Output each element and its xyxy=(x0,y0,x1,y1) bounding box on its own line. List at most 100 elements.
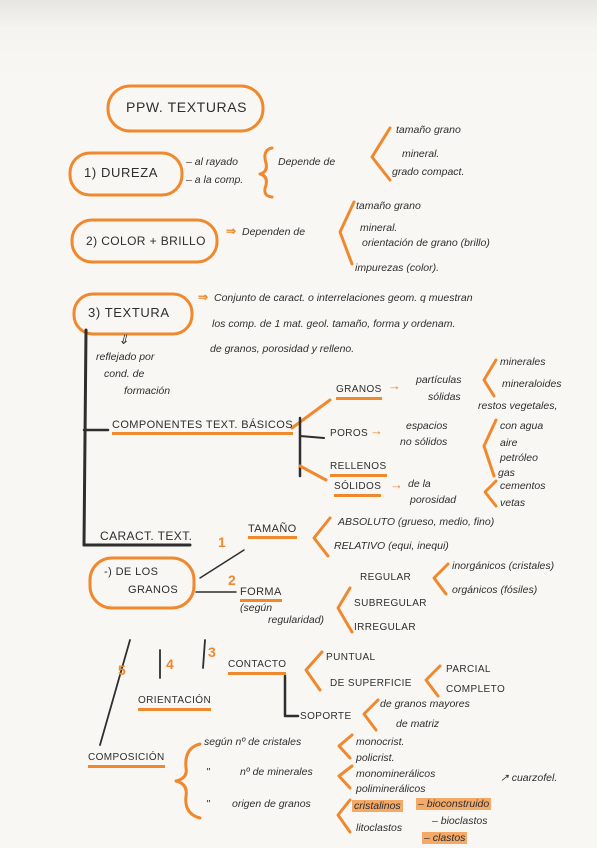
composicion-criterion: origen de granos xyxy=(232,798,311,810)
ditto-mark: " xyxy=(206,798,210,810)
dureza-factor: grado compact. xyxy=(392,166,465,178)
color-brillo-factor: mineral. xyxy=(360,222,398,234)
granos-label: GRANOS xyxy=(336,384,382,400)
tamano-label: TAMAÑO xyxy=(248,523,297,539)
minerales-brace xyxy=(337,764,354,790)
minerales-item: monominerálicos xyxy=(356,768,436,780)
poros-item: gas xyxy=(498,467,515,479)
color-brillo-factor: tamaño grano xyxy=(356,200,421,212)
composicion-number: 5 xyxy=(118,662,126,678)
rellenos-item: cementos xyxy=(500,480,546,492)
composicion-connector xyxy=(99,639,131,746)
page-title: PPW. TEXTURAS xyxy=(126,99,248,115)
forma-brace xyxy=(336,586,354,634)
tamano-item: ABSOLUTO (grueso, medio, fino) xyxy=(338,516,495,528)
poros-item: petróleo xyxy=(500,452,538,464)
textura-main-line xyxy=(82,328,88,547)
soporte-item: de granos mayores xyxy=(380,698,470,710)
origen-item: litoclastos xyxy=(356,822,403,834)
color-factors-brace xyxy=(338,200,356,266)
tamano-connector xyxy=(199,549,245,579)
contacto-number: 3 xyxy=(208,644,216,660)
tamano-item: RELATIVO (equi, inequi) xyxy=(334,540,449,552)
cristalinos-sub: – bioconstruido xyxy=(416,798,492,810)
dureza-factor: mineral. xyxy=(402,148,440,160)
componentes-label: COMPONENTES TEXT. BÁSICOS xyxy=(112,419,293,435)
contacto-item: PUNTUAL xyxy=(326,652,376,663)
poros-item: con agua xyxy=(500,420,544,432)
regular-item: orgánicos (fósiles) xyxy=(452,584,538,596)
poros-items-brace xyxy=(482,418,498,478)
tamano-number: 1 xyxy=(218,534,226,550)
tamano-brace xyxy=(312,516,332,558)
forma-note: regularidad) xyxy=(268,614,325,626)
litoclastos-sub: – clastos xyxy=(422,832,468,844)
rellenos-arrow: → xyxy=(390,477,403,492)
dureza-type: – al rayado xyxy=(186,156,238,168)
poros-branch-line xyxy=(299,435,325,439)
color-brillo-arrow: ⇒ xyxy=(226,224,237,238)
superficie-item: COMPLETO xyxy=(446,684,506,695)
forma-number: 2 xyxy=(228,572,236,588)
contacto-connector xyxy=(202,639,206,669)
cristales-item: policrist. xyxy=(356,752,395,764)
dureza-factors-brace xyxy=(370,126,392,182)
rellenos-label: RELLENOS xyxy=(330,461,387,477)
granos-item: mineraloides xyxy=(502,378,562,390)
reflected-arrow: ⇓ xyxy=(118,332,129,347)
ditto-mark: " xyxy=(206,766,210,778)
caract-label: CARACT. TEXT. xyxy=(100,529,193,543)
granos-group-label: GRANOS xyxy=(128,584,179,596)
regular-item: inorgánicos (cristales) xyxy=(452,560,555,572)
orientacion-number: 4 xyxy=(166,656,174,672)
superficie-item: PARCIAL xyxy=(446,664,491,675)
superficie-brace xyxy=(424,664,442,698)
litoclastos-sub: – bioclastos xyxy=(432,815,488,827)
textura-definition-line: de granos, porosidad y relleno. xyxy=(210,343,355,355)
origen-item: cristalinos xyxy=(352,800,403,812)
granos-desc-line: partículas xyxy=(416,374,462,386)
composicion-label: COMPOSICIÓN xyxy=(88,752,165,768)
poros-label: POROS xyxy=(330,428,369,439)
soporte-label: SOPORTE xyxy=(300,711,352,722)
rellenos-item: vetas xyxy=(500,497,526,509)
color-brillo-depends-label: Dependen de xyxy=(242,226,306,238)
origen-brace xyxy=(336,798,352,834)
dureza-type: – a la comp. xyxy=(186,174,244,186)
soporte-brace xyxy=(362,698,380,732)
soporte-item: de matriz xyxy=(396,718,440,730)
granos-desc-line: sólidas xyxy=(428,391,461,403)
poros-desc-line: no sólidos xyxy=(400,436,448,448)
cristalinos-extra: ↗ cuarzofel. xyxy=(500,772,558,784)
color-brillo-factor: impurezas (color). xyxy=(355,262,440,274)
granos-item: restos vegetales, xyxy=(478,400,558,412)
composicion-brace xyxy=(174,742,202,820)
granos-items-brace xyxy=(482,358,498,398)
contacto-soporte-bracket xyxy=(283,674,300,718)
reflected-line: cond. de xyxy=(104,368,145,380)
reflected-line: formación xyxy=(124,385,171,397)
composicion-criterion: según nº de cristales xyxy=(204,736,302,748)
textura-arrow: ⇒ xyxy=(198,290,209,304)
reflected-line: reflejado por xyxy=(96,351,155,363)
textura-definition-line: los comp. de 1 mat. geol. tamaño, forma … xyxy=(212,318,456,330)
contacto-label: CONTACTO xyxy=(228,659,287,675)
cristales-item: monocrist. xyxy=(356,736,405,748)
color-brillo-label: 2) COLOR + BRILLO xyxy=(86,234,206,248)
orientacion-label: ORIENTACIÓN xyxy=(138,695,212,711)
granos-arrow: → xyxy=(388,378,401,393)
poros-desc-line: espacios xyxy=(406,420,448,432)
dureza-label: 1) DUREZA xyxy=(84,165,159,180)
forma-item: REGULAR xyxy=(360,572,412,583)
dureza-depends-label: Depende de xyxy=(278,156,336,168)
dureza-factor: tamaño grano xyxy=(396,124,461,136)
rellenos-items-brace xyxy=(483,479,498,508)
dureza-brace xyxy=(258,146,274,199)
forma-label: FORMA xyxy=(240,586,282,602)
color-brillo-factor: orientación de grano (brillo) xyxy=(362,237,490,249)
granos-group-label: -) DE LOS xyxy=(104,566,159,578)
rellenos-desc-line: de la xyxy=(408,478,431,490)
composicion-criterion: nº de minerales xyxy=(240,766,313,778)
forma-item: SUBREGULAR xyxy=(354,598,427,609)
